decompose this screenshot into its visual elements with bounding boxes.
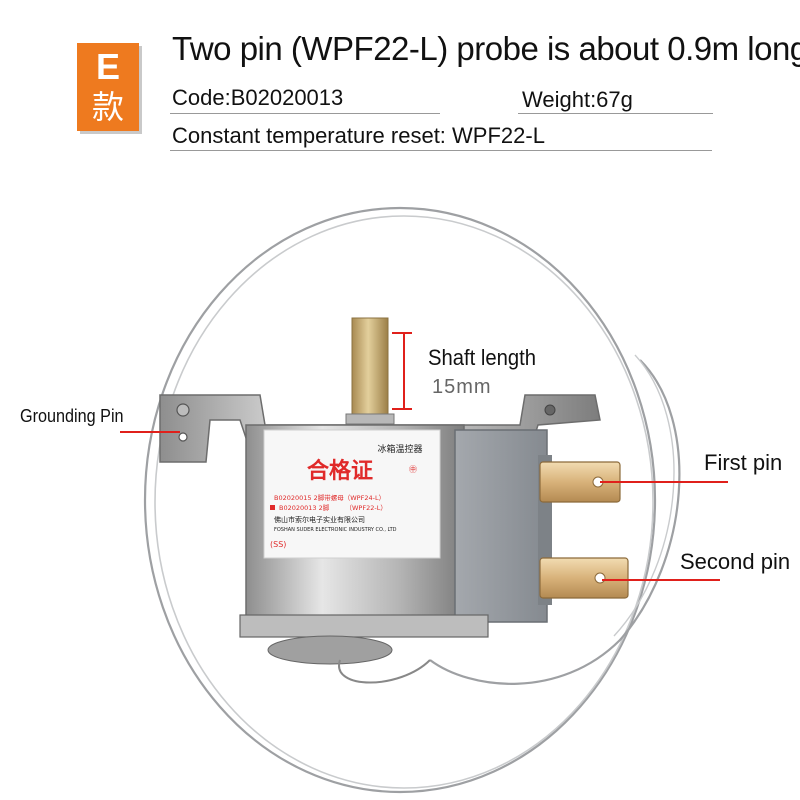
second-pin-terminal	[539, 557, 629, 599]
weight-text: Weight:67g	[522, 87, 633, 112]
code-underline	[170, 113, 440, 114]
badge-letter: E	[95, 46, 120, 87]
cert-line1: B02020015 2脚带螺母（WPF24-L）	[274, 493, 385, 502]
grounding-hole	[178, 432, 188, 442]
capillary-tube	[143, 206, 681, 794]
weight-underline	[518, 113, 713, 114]
shaft-dimension	[392, 332, 412, 410]
cert-title: 合格证	[307, 458, 373, 484]
grounding-pin-label: Grounding Pin	[20, 406, 124, 426]
variant-badge: E 款	[77, 43, 139, 131]
badge-char: 款	[91, 89, 124, 125]
callout-lines	[120, 431, 728, 581]
svg-text:㊥: ㊥	[409, 465, 417, 474]
second-pin-label: Second pin	[680, 549, 791, 574]
cert-company-en: FOSHAN SUDER ELECTRONIC INDUSTRY CO., LT…	[274, 527, 397, 533]
shaft	[351, 317, 389, 424]
reset-underline	[170, 150, 712, 151]
reset-text: Constant temperature reset: WPF22-L	[172, 123, 545, 148]
cert-company-cn: 佛山市索尔电子实业有限公司	[274, 515, 365, 524]
product-title: Two pin (WPF22-L) probe is about 0.9m lo…	[172, 30, 800, 67]
certificate-label: 冰箱温控器 合格证 ㊥ B02020015 2脚带螺母（WPF24-L） B02…	[263, 429, 441, 559]
first-pin-label: First pin	[704, 450, 783, 475]
cert-line2: B02020013 2脚 （WPF22-L）	[279, 503, 387, 512]
first-pin-terminal	[539, 461, 621, 503]
cert-product: 冰箱温控器	[377, 443, 422, 455]
shaft-length-label: Shaft length	[428, 345, 537, 370]
shaft-length-value: 15mm	[432, 376, 492, 398]
cert-mark: (SS)	[270, 540, 286, 549]
code-text: Code:B02020013	[172, 85, 344, 110]
